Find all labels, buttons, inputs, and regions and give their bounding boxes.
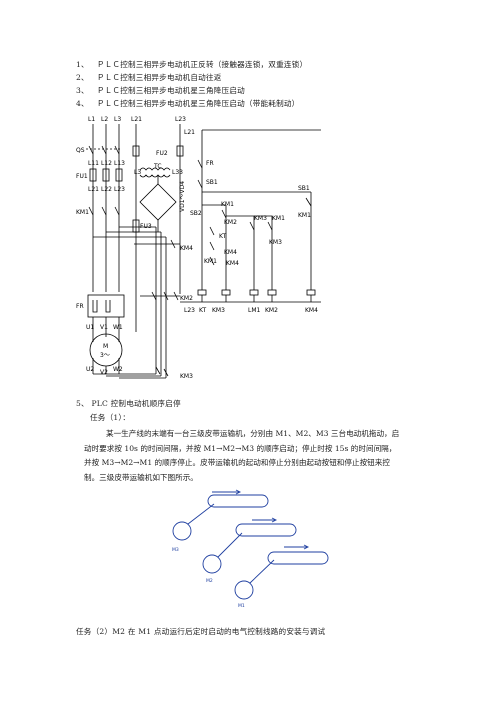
label-vd: VD1～VD4 [179,181,186,212]
section-heading: 5、 PLC 控制电动机顺序启停 [76,399,181,408]
label-fr-box: FR [76,303,84,310]
label-v1: V1 [100,324,108,331]
label-m3: M3 [172,547,179,553]
list-item-4: 4、 ＰＬＣ控制三相异步电动机星三角降压启动（带能耗制动） [76,98,299,109]
list-item-1: 1、 ＰＬＣ控制三相异步电动机正反转（接触器连锁，双重连锁） [76,59,307,70]
list-text: ＰＬＣ控制三相异步电动机星三角降压启动 [96,86,245,95]
label-l3-tc: L3 [134,169,141,176]
para-line-2: 动时要求按 10s 的时间间隔，并按 M1→M2→M3 的顺序启动；停止时按 1… [84,443,397,453]
list-number: 3、 [76,86,89,95]
label-km1-right: KM1 [298,212,311,219]
label-km1-b: KM1 [272,215,285,222]
label-w2: W2 [113,366,123,373]
label-km1-c: KM1 [204,258,217,265]
list-text: ＰＬＣ控制三相异步电动机自动往返 [96,73,222,82]
label-l2: L2 [101,116,108,123]
label-l21-right: L21 [184,129,195,136]
label-km4-mid: KM4 [224,249,237,256]
task1-paragraph: 某一生产线的末端有一台三级皮带运输机，分别由 M1、M2、M3 三台电动机拖动，… [84,427,424,485]
label-bottom-lm1: LM1 [248,307,261,314]
label-l23: L23 [175,116,186,123]
label-km3-b: KM3 [269,239,282,246]
list-text: ＰＬＣ控制三相异步电动机星三角降压启动（带能耗制动） [96,99,300,108]
label-l1: L1 [88,116,95,123]
label-l21-b: L21 [88,186,99,193]
label-km4-b: KM4 [226,260,239,267]
circuit-diagram: L1 L2 L3 L21 L23 QS L11 L12 L13 FU1 L21 … [76,116,321,380]
label-u2: U2 [86,366,94,373]
label-l12: L12 [101,160,112,167]
task1-label: 任务（1）： [90,413,131,422]
label-sb1-right: SB1 [298,185,310,192]
label-km2-a: KM2 [224,219,237,226]
para-line-4: 制。三级皮带运输机如下图所示。 [84,472,198,482]
label-bottom-kt: KT [199,307,206,314]
label-bottom-km2: KM2 [265,307,278,314]
label-w1: W1 [113,324,123,331]
para-line-1: 某一生产线的末端有一台三级皮带运输机，分别由 M1、M2、M3 三台电动机拖动，… [106,429,400,438]
label-sb2: SB2 [190,210,202,217]
label-km1-left: KM1 [76,209,89,216]
para-line-3: 并按 M3→M2→M1 的顺序停止。皮带运输机的起动和停止分别由起动按钮和停止按… [84,458,390,467]
label-bottom-km4: KM4 [305,307,318,314]
label-u1: U1 [86,324,94,331]
label-kt: KT [219,233,226,240]
label-km4-a: KM4 [180,245,193,252]
list-item-2: 2、 ＰＬＣ控制三相异步电动机自动往返 [76,72,222,83]
list-number: 4、 [76,99,89,108]
label-km1-a: KM1 [221,201,234,208]
label-fr-contact: FR [206,160,214,167]
label-km3-a: KM3 [254,215,267,222]
task2-label: 任务（2）M2 在 M1 点动运行后定时启动的电气控制线路的安装与调试 [76,627,326,636]
label-qs: QS [76,147,85,154]
label-l13: L13 [114,160,125,167]
label-v2: V2 [100,369,108,376]
label-fu3: FU3 [140,223,152,230]
label-fu1: FU1 [76,173,88,180]
label-km2-right: KM2 [180,295,193,302]
label-l33: L33 [172,169,183,176]
label-m2: M2 [206,578,213,584]
list-number: 2、 [76,73,89,82]
label-l11: L11 [88,160,99,167]
label-bottom-l23: L23 [184,307,195,314]
label-l21: L21 [131,116,142,123]
label-bottom-km3: KM3 [212,307,225,314]
conveyor-figure: M3 M2 M1 [172,489,329,609]
label-l3: L3 [114,116,121,123]
label-l23-b: L23 [114,186,125,193]
label-m1: M1 [238,603,245,609]
list-item-3: 3、 ＰＬＣ控制三相异步电动机星三角降压启动 [76,85,245,96]
label-l22: L22 [101,186,112,193]
list-number: 1、 [76,60,89,69]
label-tc: TC [153,163,162,170]
label-motor-sub: 3～ [100,352,110,359]
list-text: ＰＬＣ控制三相异步电动机正反转（接触器连锁，双重连锁） [96,60,308,69]
label-motor: M [103,343,108,350]
label-sb1: SB1 [206,179,218,186]
label-km3-bottom: KM3 [180,373,193,380]
label-fu2: FU2 [156,150,168,157]
